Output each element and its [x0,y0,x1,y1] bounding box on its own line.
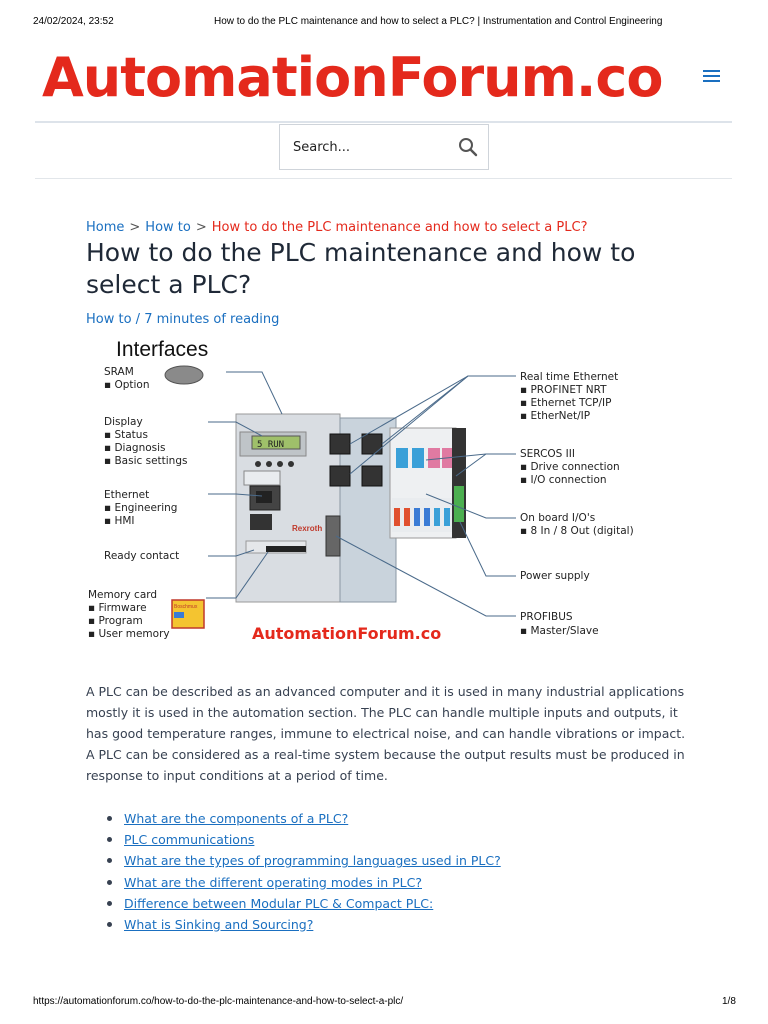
bullet: ▪ [104,379,114,391]
toc-item: Difference between Modular PLC & Compact… [106,893,501,914]
sram-chip-icon [164,365,204,385]
hamburger-line [703,70,720,72]
label-memory-card-item: ▪ Firmware [88,602,147,614]
breadcrumb: Home > How to > How to do the PLC maintenanc… [86,220,587,235]
label-sercos-item: ▪ Drive connection [520,461,620,473]
toc-item: What are the different operating modes i… [106,872,501,893]
label-sercos-item: ▪ I/O connection [520,474,607,486]
print-page-number: 1/8 [722,996,736,1007]
search-divider [35,178,732,179]
label-ethernet-title: Ethernet [104,489,149,501]
toc-item: What are the components of a PLC? [106,808,501,829]
label-profibus-item: ▪ Master/Slave [520,625,599,637]
toc-link-sinking-sourcing[interactable]: What is Sinking and Sourcing? [124,916,314,932]
label-rt-ethernet-item: ▪ EtherNet/IP [520,410,590,422]
page-title: How to do the PLC maintenance and how to… [86,238,636,299]
label-onboard-io-title: On board I/O's [520,512,595,524]
label-ethernet-item: ▪ Engineering [104,502,177,514]
article-meta: How to / 7 minutes of reading [86,312,279,327]
search-input[interactable] [293,137,443,157]
table-of-contents: What are the components of a PLC? PLC co… [106,808,501,935]
right-labels: Real time Ethernet ▪ PROFINET NRT ▪ Ethe… [520,371,634,637]
hamburger-line [703,80,720,82]
memory-card-icon [171,599,205,629]
toc-item: What is Sinking and Sourcing? [106,914,501,935]
toc-link-components[interactable]: What are the components of a PLC? [124,811,349,826]
toc-link-modular-compact[interactable]: Difference between Modular PLC & Compact… [124,895,434,911]
label-sercos-title: SERCOS III [520,448,575,460]
label-rt-ethernet-item: ▪ PROFINET NRT [520,384,607,396]
label-memory-card-item: ▪ User memory [88,628,170,640]
memory-card-label: Boschmux [174,604,198,610]
reading-time: 7 minutes of reading [144,312,280,327]
breadcrumb-current: How to do the PLC maintenance and how to… [211,220,588,235]
label-display-item: ▪ Diagnosis [104,442,166,454]
leader-lines [206,371,516,617]
toc-item: What are the types of programming langua… [106,850,501,871]
plc-display-text: 5 RUN [257,440,284,450]
meta-separator: / [131,312,145,327]
left-labels: SRAM ▪ Option Display ▪ Status ▪ Diagnos… [88,366,187,640]
label-memory-card-title: Memory card [88,589,157,601]
header-divider [35,121,732,123]
breadcrumb-home[interactable]: Home [86,220,125,235]
label-sram-item: ▪ Option [104,379,150,391]
label-power-supply: Power supply [520,570,590,582]
label-rt-ethernet-item: ▪ Ethernet TCP/IP [520,397,611,409]
print-date: 24/02/2024, 23:52 [33,16,114,27]
hamburger-icon[interactable] [703,70,720,83]
breadcrumb-separator: > [195,220,207,235]
figure-watermark: AutomationForum.co [252,624,441,643]
plc-interfaces-diagram: Interfaces 5 RUN Rexroth Boschmux SRAM [88,338,634,643]
label-rt-ethernet-title: Real time Ethernet [520,371,618,383]
label-display-item: ▪ Basic settings [104,455,187,467]
search-form [279,124,489,170]
site-logo[interactable]: AutomationForum.co [42,46,663,109]
breadcrumb-separator: > [129,220,141,235]
breadcrumb-category[interactable]: How to [145,220,191,235]
figure-heading: Interfaces [116,338,208,361]
label-profibus-title: PROFIBUS [520,611,573,623]
toc-link-operating-modes[interactable]: What are the different operating modes i… [124,874,422,890]
label-ethernet-item: ▪ HMI [104,515,135,527]
plc-device-illustration: 5 RUN Rexroth [235,413,466,603]
plc-brand-label: Rexroth [292,524,322,533]
label-display-item: ▪ Status [104,429,148,441]
toc-item: PLC communications [106,829,501,850]
article-category-link[interactable]: How to [86,312,132,327]
print-url: https://automationforum.co/how-to-do-the… [33,996,404,1007]
search-icon[interactable] [458,137,478,157]
toc-link-languages[interactable]: What are the types of programming langua… [124,853,501,869]
article-intro: A PLC can be described as an advanced co… [86,684,686,783]
hamburger-line [703,75,720,77]
label-onboard-io-item: ▪ 8 In / 8 Out (digital) [520,525,634,537]
label-memory-card-item: ▪ Program [88,615,143,627]
print-page-title: How to do the PLC maintenance and how to… [214,16,663,27]
label-sram-title: SRAM [104,366,134,378]
label-display-title: Display [104,416,143,428]
toc-link-communications[interactable]: PLC communications [124,832,255,848]
label-ready-contact: Ready contact [104,550,179,562]
